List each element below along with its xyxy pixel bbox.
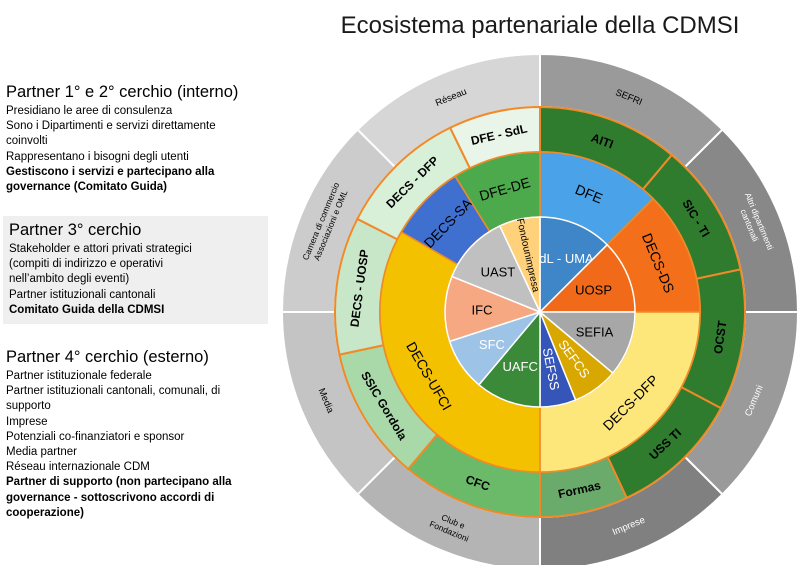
inner-segment-sefss: SEFSS [539,311,577,408]
inner-segment-shape [477,309,541,408]
inner-segment-uosp: UOSP [538,243,636,313]
panel-heading: Partner 4° cerchio (esterno) [6,348,209,366]
inner-segment-shape [450,224,542,314]
panel-lines: Stakeholder e attori privati strategici … [9,242,263,318]
panel-line: Imprese [6,415,48,428]
second-segment-decs-dfp: DECS-DFP [539,311,701,473]
inner-segment-label: UAFC [502,359,537,374]
inner-segment-sefia: SEFIA [537,311,636,375]
panel-heading: Partner 1° e 2° cerchio (interno) [6,83,239,101]
panel-line: Rappresentano i bisogni degli utenti [6,150,189,163]
panel-inner-circles: Partner 1° e 2° cerchio (interno) Presid… [6,82,261,195]
inner-segment-label: SFC [479,337,505,352]
third-segment-label: OCST [711,319,730,355]
panel-line: supporto [6,400,51,413]
panel-line: cooperazione) [6,506,84,519]
second-segment-dfe-de: DFE-DE [454,151,541,233]
inner-segment-label: SdL - UMA [531,251,594,266]
inner-segment-uafc: UAFC [477,309,541,408]
panel-line: Media partner [6,446,77,459]
panel-line: Stakeholder e attori privati strategici [9,243,192,255]
panel-line: nell’ambito degli eventi) [9,273,130,286]
diagram-title: Ecosistema partenariale della CDMSI [341,12,740,39]
panel-lines: Partner istituzionale federale Partner i… [6,369,261,521]
inner-ring: SdL - UMAUOSPSEFIASEFCSSEFSSUAFCSFCIFCUA… [444,216,636,408]
panel-line: Réseau internazionale CDM [6,461,150,474]
panel-line: (compiti di indirizzo e operativi [9,258,164,271]
panel-third-circle: Partner 3° cerchio Stakeholder e attori … [3,216,268,325]
panel-outer-circle: Partner 4° cerchio (esterno) Partner ist… [6,347,261,521]
panel-line: coinvolti [6,135,48,148]
panel-line: Partner istituzionali cantonali [9,288,156,301]
inner-segment-ifc: IFC [444,275,543,343]
second-segment-decs-ufci: DECS-UFCI [379,230,541,473]
panel-line: governance - sottoscrivono accordi di [6,491,215,504]
panel-line: Gestiscono i servizi e partecipano alla [6,165,215,178]
inner-segment-sfc: SFC [448,310,543,386]
panel-line: Partner di supporto (non partecipano all… [6,476,232,489]
panel-line: Presidiano le aree di consulenza [6,105,173,117]
inner-segment-uast: UAST [450,224,542,314]
panel-line: Partner istituzionali cantonali, comunal… [6,385,221,398]
panel-lines: Presidiano le aree di consulenza Sono i … [6,104,261,195]
inner-segment-label: IFC [472,302,493,317]
inner-segment-shape [444,275,543,343]
inner-segment-fondounimpresa: Fondounimpresa [498,216,541,313]
panel-line: Comitato Guida della CDMSI [9,303,165,316]
inner-segment-shape [539,216,609,314]
second-segment-decs-sa: DECS-SA [400,175,491,266]
third-segment-ocst: OCST [679,268,746,410]
third-segment-decs-uosp: DECS - UOSP [334,217,399,356]
third-segment-formas: Formas [539,455,628,519]
inner-segment-shape [498,216,541,313]
inner-segment-shape [538,243,636,313]
outer-segment-reseau: Réseau [356,52,541,169]
panel-line: Potenziali co-finanziatori e sponsor [6,430,185,443]
inner-segment-label: UAST [481,265,516,280]
inner-segment-sdl-uma: SdL - UMA [531,216,609,314]
inner-segment-label: UOSP [575,282,612,297]
panel-line: Partner istituzionale federale [6,370,152,382]
inner-segment-shape [537,311,636,375]
panel-heading: Partner 3° cerchio [9,221,142,239]
inner-segment-label: SEFIA [576,324,614,339]
panel-line: governance (Comitato Guida) [6,181,168,194]
panel-line: Sono i Dipartimenti e servizi direttamen… [6,120,216,133]
